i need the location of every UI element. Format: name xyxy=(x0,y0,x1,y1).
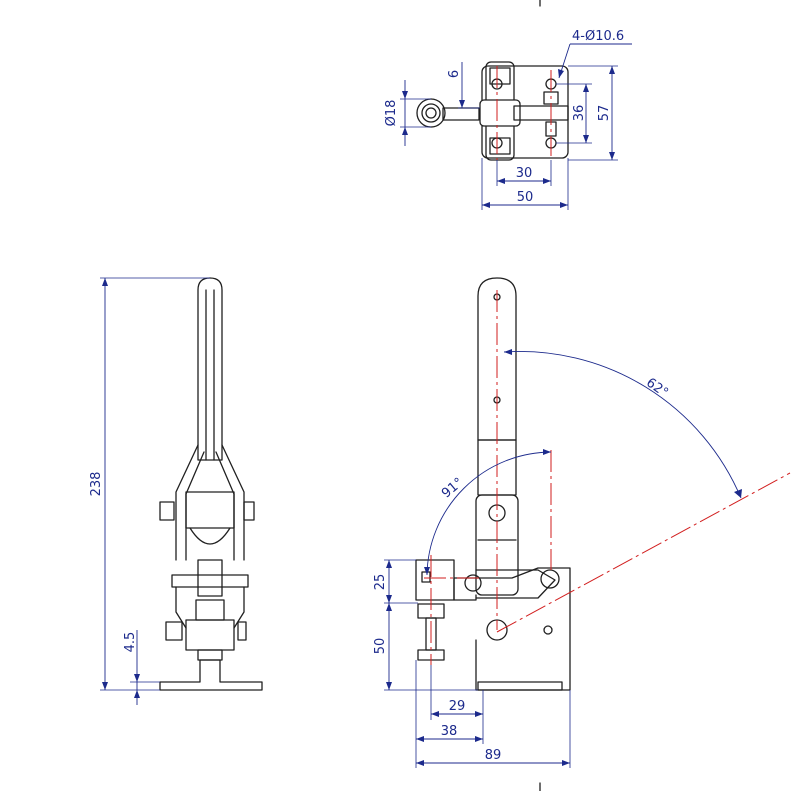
top-arm xyxy=(442,107,480,121)
side-cross-bar xyxy=(171,574,249,588)
side-foot-neck xyxy=(197,649,223,661)
front-spindle-holder xyxy=(415,559,455,601)
arc-91-arrow-start xyxy=(543,449,551,455)
front-view: 62° 91° 25 50 29 38 xyxy=(373,277,791,768)
dim-4-5-arrow-top xyxy=(134,674,140,682)
dim-6-arrow xyxy=(459,100,465,108)
dim-50top-arrow-right xyxy=(560,202,568,208)
dim-30-label: 30 xyxy=(516,166,533,181)
dim-25-label: 25 xyxy=(373,574,388,591)
front-62-centerline xyxy=(496,472,791,633)
dim-29-arrow-right xyxy=(475,711,483,717)
front-link-pivot xyxy=(540,569,560,589)
dim-25-arrow-top xyxy=(386,560,392,568)
dim-50top-arrow-left xyxy=(482,202,490,208)
dim-29-label: 29 xyxy=(449,699,466,714)
side-lower-nut xyxy=(195,599,225,621)
side-pivot-bolt-right xyxy=(243,501,255,521)
dim-30-arrow-right xyxy=(543,178,551,184)
hole-callout-arrow xyxy=(558,69,564,78)
side-lower-bolt-right xyxy=(237,621,247,641)
dim-4-5-label: 4.5 xyxy=(123,632,138,653)
dim-29-arrow-left xyxy=(431,711,439,717)
dim-89-label: 89 xyxy=(485,748,502,763)
side-yoke-outer xyxy=(175,444,245,561)
arc-91-arrow-end xyxy=(424,567,430,575)
side-lower-arms xyxy=(175,586,245,629)
dim-57-arrow-bottom xyxy=(609,152,615,160)
arc-62-arrow-end xyxy=(734,489,742,498)
dim-50top-label: 50 xyxy=(517,190,534,205)
front-spindle-slot xyxy=(421,571,431,583)
dim-50front-label: 50 xyxy=(373,638,388,655)
dim-dia18-label: Ø18 xyxy=(384,100,399,127)
dim-50front-arrow-bottom xyxy=(386,682,392,690)
top-body-nut-lower xyxy=(489,137,511,155)
hole-callout-label: 4-Ø10.6 xyxy=(572,29,624,44)
dim-dia18-arrow-top xyxy=(402,91,408,99)
front-base-plate xyxy=(477,681,563,691)
dim-dia18-arrow-bottom xyxy=(402,127,408,135)
dim-238-label: 238 xyxy=(89,472,104,497)
side-lower-body xyxy=(185,619,235,651)
dim-38-label: 38 xyxy=(441,724,458,739)
front-link-arm xyxy=(475,569,556,599)
top-pivot-block xyxy=(479,99,521,127)
dim-36-arrow-bottom xyxy=(583,135,589,143)
side-base-bracket xyxy=(159,659,263,691)
spindle-washer-inner xyxy=(421,103,441,123)
arc-62-arrow-start xyxy=(504,349,512,355)
front-body xyxy=(453,567,571,691)
dim-57-arrow-top xyxy=(609,66,615,74)
dim-89-arrow-left xyxy=(416,760,424,766)
dim-36-label: 36 xyxy=(572,105,587,122)
angle-91-label: 91° xyxy=(439,475,466,501)
front-spindle-pivot xyxy=(464,574,482,592)
spindle-washer-outer xyxy=(416,98,446,128)
angle-62-label: 62° xyxy=(643,375,670,401)
side-lock-block xyxy=(197,559,223,597)
side-view: 238 4.5 xyxy=(89,277,263,705)
dim-36-arrow-top xyxy=(583,84,589,92)
side-link-curve xyxy=(189,527,231,545)
dim-238-arrow-bottom xyxy=(102,682,108,690)
top-view: Ø18 6 36 57 4-Ø10.6 30 xyxy=(384,29,632,210)
side-lower-bolt-left xyxy=(165,621,183,641)
dim-89-arrow-right xyxy=(562,760,570,766)
front-body-hole xyxy=(543,625,553,635)
dim-30-arrow-left xyxy=(497,178,505,184)
dim-6-label: 6 xyxy=(447,70,462,78)
arc-62 xyxy=(503,351,742,499)
side-link-upper xyxy=(185,491,235,529)
dim-38-arrow-right xyxy=(475,736,483,742)
side-pivot-bolt-left xyxy=(159,501,175,521)
spindle-bore xyxy=(425,107,437,119)
side-handle-grip xyxy=(197,277,223,461)
dim-25-arrow-bottom xyxy=(386,595,392,603)
dim-4-5-arrow-bottom xyxy=(134,690,140,698)
dim-238-arrow-top xyxy=(102,278,108,286)
top-handle-bar xyxy=(513,105,569,121)
arc-91 xyxy=(426,451,552,576)
front-handle-grip xyxy=(477,277,517,441)
top-body-nut-upper xyxy=(489,67,511,85)
dim-57-label: 57 xyxy=(597,105,612,122)
dim-50front-arrow-top xyxy=(386,603,392,611)
dim-38-arrow-left xyxy=(416,736,424,742)
